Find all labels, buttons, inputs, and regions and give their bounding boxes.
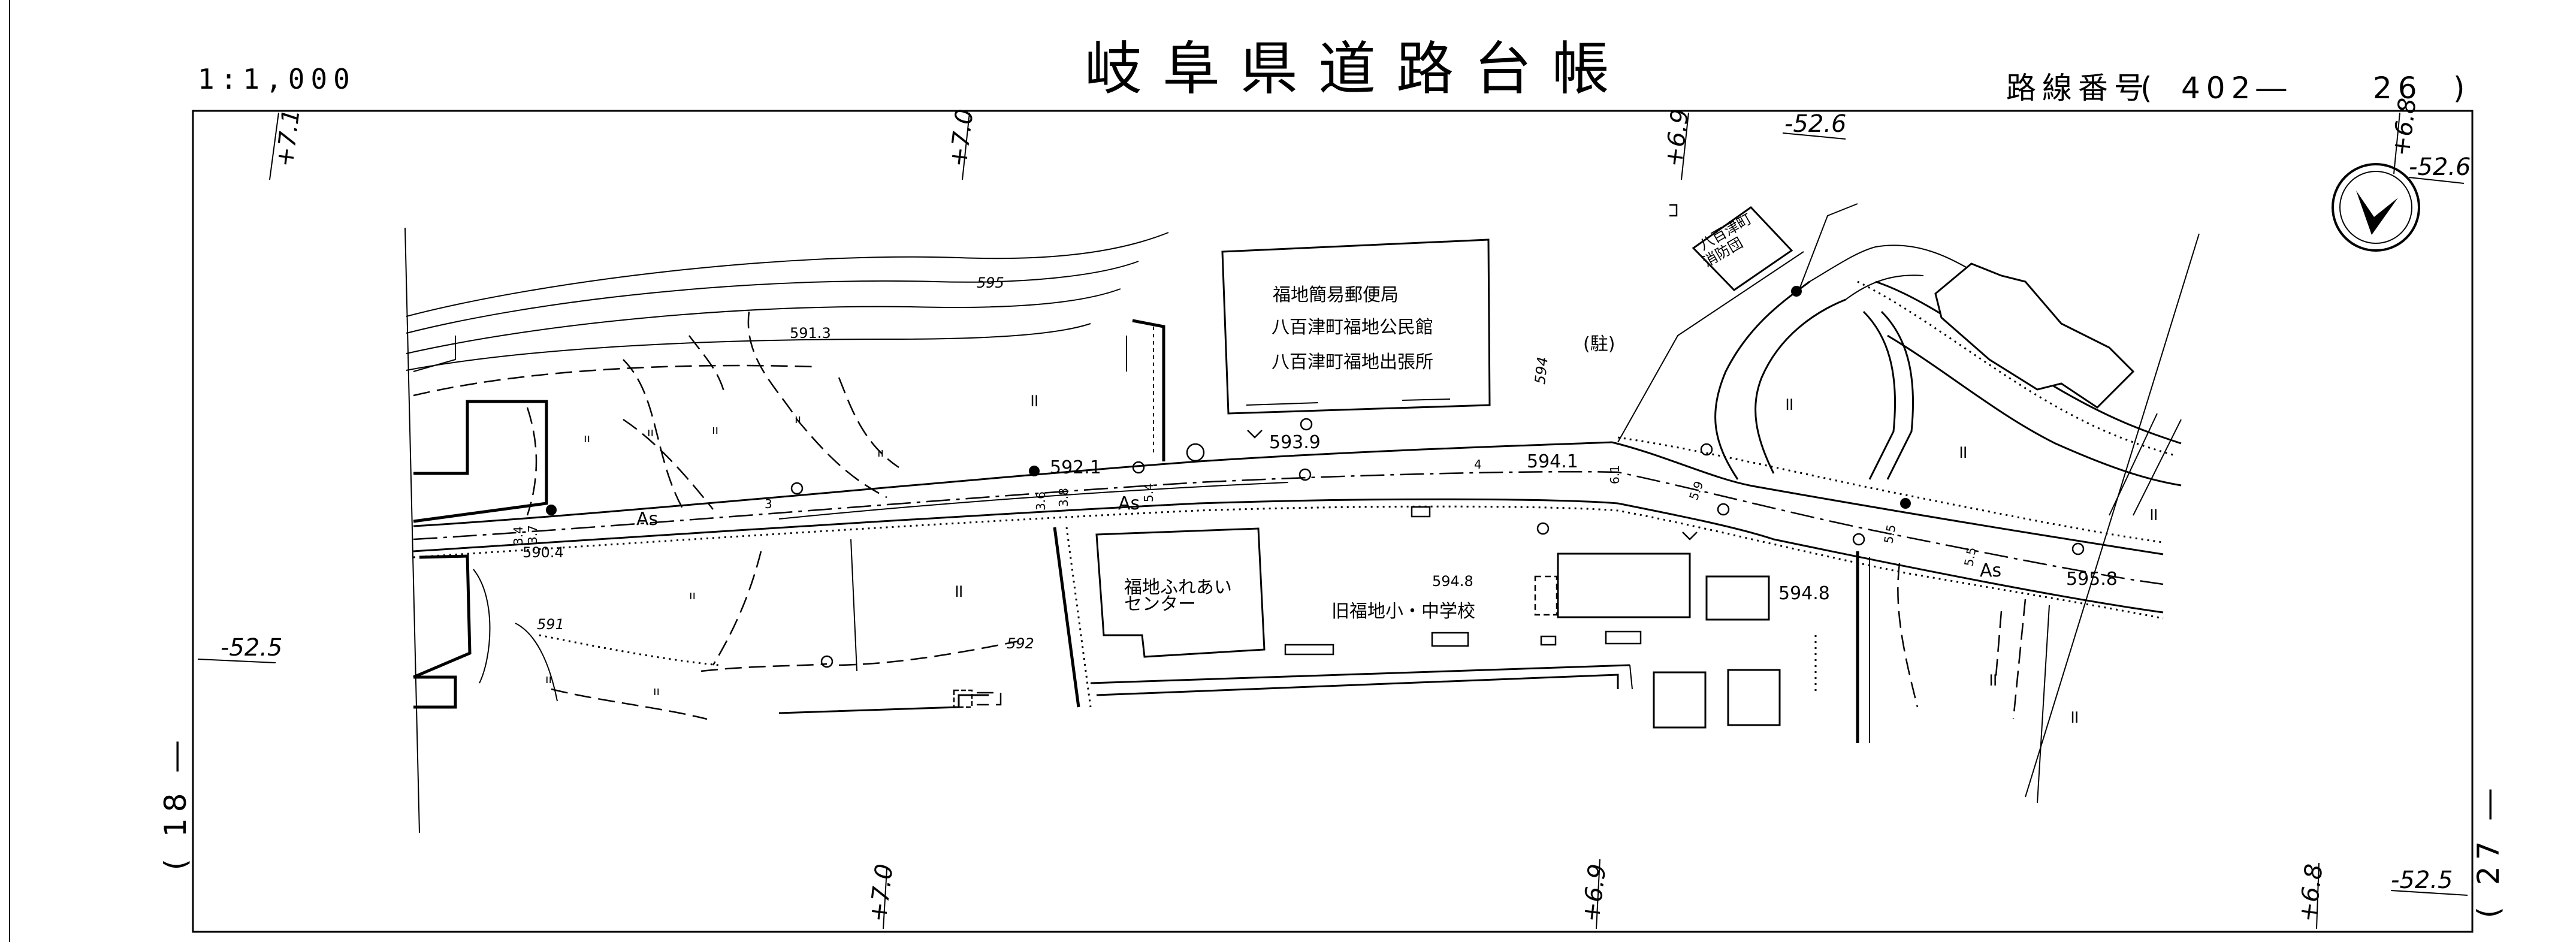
edge-mark: +6.9 <box>1577 862 1611 923</box>
school-building-east <box>1705 575 1770 621</box>
spot-elevation: 592.1 <box>1050 457 1101 478</box>
spot-elevation: 593.9 <box>1269 432 1321 453</box>
ne-building <box>1934 262 2135 409</box>
edge-mark: +6.8 <box>2387 96 2421 158</box>
field-symbol: ॥ <box>1028 390 1039 411</box>
edge-marks-left: -52.5 <box>197 634 283 663</box>
fire-station-building <box>1692 206 1793 291</box>
surface-label: As <box>1980 560 2001 581</box>
spot-elevation: 594.8 <box>1432 573 1473 590</box>
field-symbol: ॥ <box>1783 394 1794 415</box>
road-width: 3.7 <box>526 525 540 544</box>
contour-label: 592 <box>1007 635 1034 652</box>
sheet-title: 岐阜県道路台帳 <box>1085 35 1630 102</box>
route-sheet-number: 26 <box>2373 71 2423 105</box>
edge-mark: +7.0 <box>864 862 898 923</box>
road-width: 3 <box>765 497 772 511</box>
edge-marks-bottom: +7.0 +6.9 +6.8 -52.5 <box>864 859 2468 929</box>
map-drawing <box>404 203 2200 834</box>
building-name: 福地簡易郵便局 <box>1273 285 1399 306</box>
edge-marks-top: +7.1 +7.0 +6.9 -52.6 +6.8 -52.6 <box>269 96 2471 184</box>
edge-mark: -52.5 <box>2391 866 2453 894</box>
field-symbol: ॥ <box>2148 504 2158 525</box>
grass-symbol: ıı <box>653 684 660 698</box>
edge-mark: -52.6 <box>1784 110 1847 138</box>
road-width: 5.5 <box>1961 546 1979 567</box>
edge-mark: -52.5 <box>221 634 283 662</box>
spot-elevation: 595.8 <box>2066 569 2118 590</box>
parking-label: (駐) <box>1583 334 1615 355</box>
map-labels: (駐) As As As ॥ ॥ ॥ ॥ ॥ ॥ ॥ ıı ıı ıı ıı ı… <box>545 334 2158 727</box>
grass-symbol: ıı <box>584 431 590 445</box>
contour-label: 594 <box>1532 356 1551 385</box>
road-width: 5.5 <box>1881 523 1898 544</box>
spot-elevation: 594.1 <box>1527 451 1578 472</box>
building-name: 八百津町福地公民館 <box>1272 317 1433 338</box>
adjacent-sheet-right: ( 27 ― <box>2471 784 2506 919</box>
spot-elevation: 590.4 <box>523 544 564 561</box>
road-width: 3.4 <box>511 526 526 545</box>
community-center-building <box>1095 527 1266 658</box>
road-width: 5.4 <box>1141 483 1156 502</box>
school-building-south-b <box>1727 669 1781 726</box>
route-number-label: 路線番号 <box>2006 71 2150 105</box>
north-arrow-icon <box>2332 163 2420 252</box>
grass-symbol: ıı <box>545 672 552 686</box>
school-building-north <box>1557 552 1691 618</box>
route-number-open: ( <box>2140 71 2158 105</box>
surface-label: As <box>636 509 658 530</box>
grass-symbol: ıı <box>795 412 801 426</box>
surface-label: As <box>1118 493 1140 514</box>
school-building-south-a <box>1653 671 1707 729</box>
building-name: 福地ふれあい <box>1124 577 1232 598</box>
road-width: 6.1 <box>1608 465 1622 484</box>
edge-mark: +6.8 <box>2294 862 2328 923</box>
contour-label: 595 <box>977 274 1004 291</box>
field-symbol: ॥ <box>1957 442 1968 463</box>
building-name: センター <box>1124 594 1196 615</box>
building-labels: 福地簡易郵便局 八百津町福地公民館 八百津町福地出張所 福地ふれあい センター … <box>1124 210 1754 622</box>
edge-mark: +6.9 <box>1660 107 1694 168</box>
edge-mark: +7.1 <box>271 107 305 168</box>
building-name: 八百津町福地出張所 <box>1272 352 1433 373</box>
map-frame <box>192 110 2474 933</box>
elevation-labels: 595 591.3 592.1 593.9 594.1 594 590.4 59… <box>523 274 2118 652</box>
road-width: 3.6 <box>1034 491 1048 511</box>
scale-label: 1:1,000 <box>198 63 356 95</box>
grass-symbol: ıı <box>689 588 696 602</box>
field-symbol: ॥ <box>1987 669 1998 690</box>
route-number: 402― <box>2181 71 2292 105</box>
building-name: 旧福地小・中学校 <box>1331 601 1475 622</box>
adjacent-sheet-left: ( 18 ― <box>158 736 193 871</box>
grass-symbol: ıı <box>647 425 654 439</box>
post-office-building <box>1221 238 1491 415</box>
grass-symbol: ıı <box>712 422 718 437</box>
grass-symbol: ıı <box>877 445 884 460</box>
edge-mark: +7.0 <box>944 107 979 168</box>
route-number-close: ) <box>2453 71 2471 105</box>
road-width-labels: 3 4 3.6 3.8 5.4 3.4 3.7 6.1 5.9 5.5 5.5 <box>511 457 1979 567</box>
spot-elevation: 594.8 <box>1778 583 1830 604</box>
edge-mark: -52.6 <box>2409 153 2471 181</box>
spot-elevation: 591.3 <box>790 325 831 342</box>
road-width: 4 <box>1474 457 1482 472</box>
road-width: 5.9 <box>1686 479 1706 502</box>
contour-label: 591 <box>537 616 564 633</box>
field-symbol: ॥ <box>2068 707 2079 727</box>
road-width: 3.8 <box>1056 488 1071 507</box>
field-symbol: ॥ <box>953 581 964 602</box>
